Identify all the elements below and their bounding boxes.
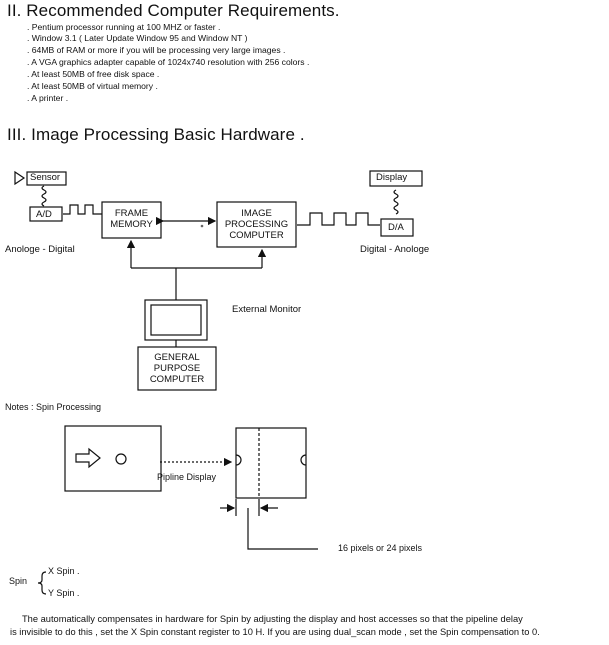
gpc-line-3: COMPUTER [149,374,205,385]
digital-analog-label: Digital - Anologe [360,244,430,255]
x-spin-label: X Spin . [48,566,80,576]
ad-box [29,206,63,222]
da-label: D/A [388,222,404,233]
pixel-leader-line [247,508,318,550]
left-half-circle-icon [235,454,242,466]
paragraph-line-1: The automatically compensates in hardwar… [22,614,523,624]
requirement-item-5: . At least 50MB of free disk space . [27,69,160,79]
ipc-box [216,201,297,248]
requirement-item-7: . A printer . [27,93,69,103]
requirement-item-3: . 64MB of RAM or more if you will be pro… [27,45,286,55]
requirement-item-2: . Window 3.1 ( Later Update Window 95 an… [27,33,248,43]
sensor-box [26,171,67,186]
section-3-title: III. Image Processing Basic Hardware . [7,125,305,144]
pipeline-display-label: Pipline Display [157,472,217,482]
requirement-item-1: . Pentium processor running at 100 MHZ o… [27,22,221,32]
sensor-icon [14,170,26,186]
display-label: Display [376,172,408,183]
pulse-train-1 [63,204,102,215]
paragraph-line-2: is invisible to do this , set the X Spin… [10,627,540,637]
gpc-line-2: PURPOSE [153,363,201,374]
ipc-line-1: IMAGE [241,208,272,219]
notes-title: Notes : Spin Processing [5,402,102,412]
requirement-item-6: . At least 50MB of virtual memory . [27,81,158,91]
gpc-line-1: GENERAL [154,352,200,363]
ad-label: A/D [36,209,52,220]
requirement-item-4: . A VGA graphics adapter capable of 1024… [27,57,310,67]
ipc-line-3: COMPUTER [229,230,284,241]
right-half-circle-icon [300,454,307,466]
gpc-label: GENERAL PURPOSE COMPUTER [138,352,216,385]
display-box [369,170,423,187]
spin-brace [37,571,47,595]
sensor-coil-icon [41,185,47,207]
spin-label: Spin [9,576,28,586]
y-spin-label: Y Spin . [48,588,80,598]
gpc-box [137,346,217,391]
analog-digital-label: Anologe - Digital [5,244,75,255]
display-coil-icon [393,189,399,215]
ipc-label: IMAGE PROCESSING COMPUTER [217,208,296,241]
frame-memory-line-2: MEMORY [110,219,153,230]
frame-memory-label: FRAME MEMORY [102,208,161,230]
monitor-outer [144,299,208,341]
pulse-train-2 [297,212,380,226]
circle-icon [115,453,127,465]
arrow-right-icon [75,447,101,469]
ipc-line-2: PROCESSING [224,219,289,230]
spin-source-box [64,425,162,492]
sensor-label: Sensor [30,172,61,183]
external-monitor-label: External Monitor [232,304,302,315]
pipeline-display-box [235,427,307,499]
section-2-title: II. Recommended Computer Requirements. [7,1,340,20]
monitor-screen [150,304,202,336]
frame-memory-line-1: FRAME [114,208,149,219]
pixels-label: 16 pixels or 24 pixels [338,543,423,553]
da-box [380,218,414,237]
